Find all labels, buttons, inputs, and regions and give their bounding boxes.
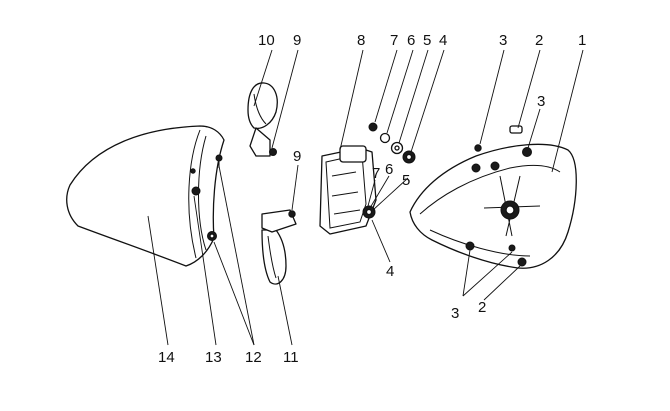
callout-9-top: 9 — [293, 32, 301, 49]
callout-12: 12 — [245, 349, 262, 366]
callout-10: 10 — [258, 32, 275, 49]
callout-3-mid: 3 — [537, 93, 545, 110]
callout-11: 11 — [283, 349, 299, 366]
part-10-turn-signal-upper — [247, 82, 278, 157]
callout-9-mid: 9 — [293, 148, 301, 165]
callout-2-bottom: 2 — [478, 299, 486, 316]
parts-4-7-bulb-hardware — [368, 122, 416, 164]
callout-7-top: 7 — [390, 32, 398, 49]
callout-6-top: 6 — [407, 32, 415, 49]
callout-6-mid: 6 — [385, 161, 393, 178]
part-1-headlight-bracket — [409, 125, 577, 269]
callout-13: 13 — [205, 349, 222, 366]
callout-1: 1 — [578, 32, 586, 49]
callout-7-mid: 7 — [372, 165, 380, 182]
part-8-headlight-assembly — [319, 145, 377, 235]
callout-14: 14 — [158, 349, 175, 366]
leader-lines — [147, 49, 584, 346]
callout-2-top: 2 — [535, 32, 543, 49]
part-11-turn-signal-lower — [261, 209, 297, 285]
part-14-front-fairing — [66, 125, 225, 267]
callout-5-top: 5 — [423, 32, 431, 49]
callout-3-bottom: 3 — [451, 305, 459, 322]
callout-labels: 1 2 3 3 4 5 6 7 8 10 9 9 7 6 5 4 3 2 14 … — [158, 32, 586, 366]
callout-4-top: 4 — [439, 32, 447, 49]
callout-8: 8 — [357, 32, 365, 49]
callout-4-bottom: 4 — [386, 263, 394, 280]
part-12-screw — [215, 154, 223, 168]
callout-5-mid: 5 — [402, 172, 410, 189]
callout-3-top: 3 — [499, 32, 507, 49]
